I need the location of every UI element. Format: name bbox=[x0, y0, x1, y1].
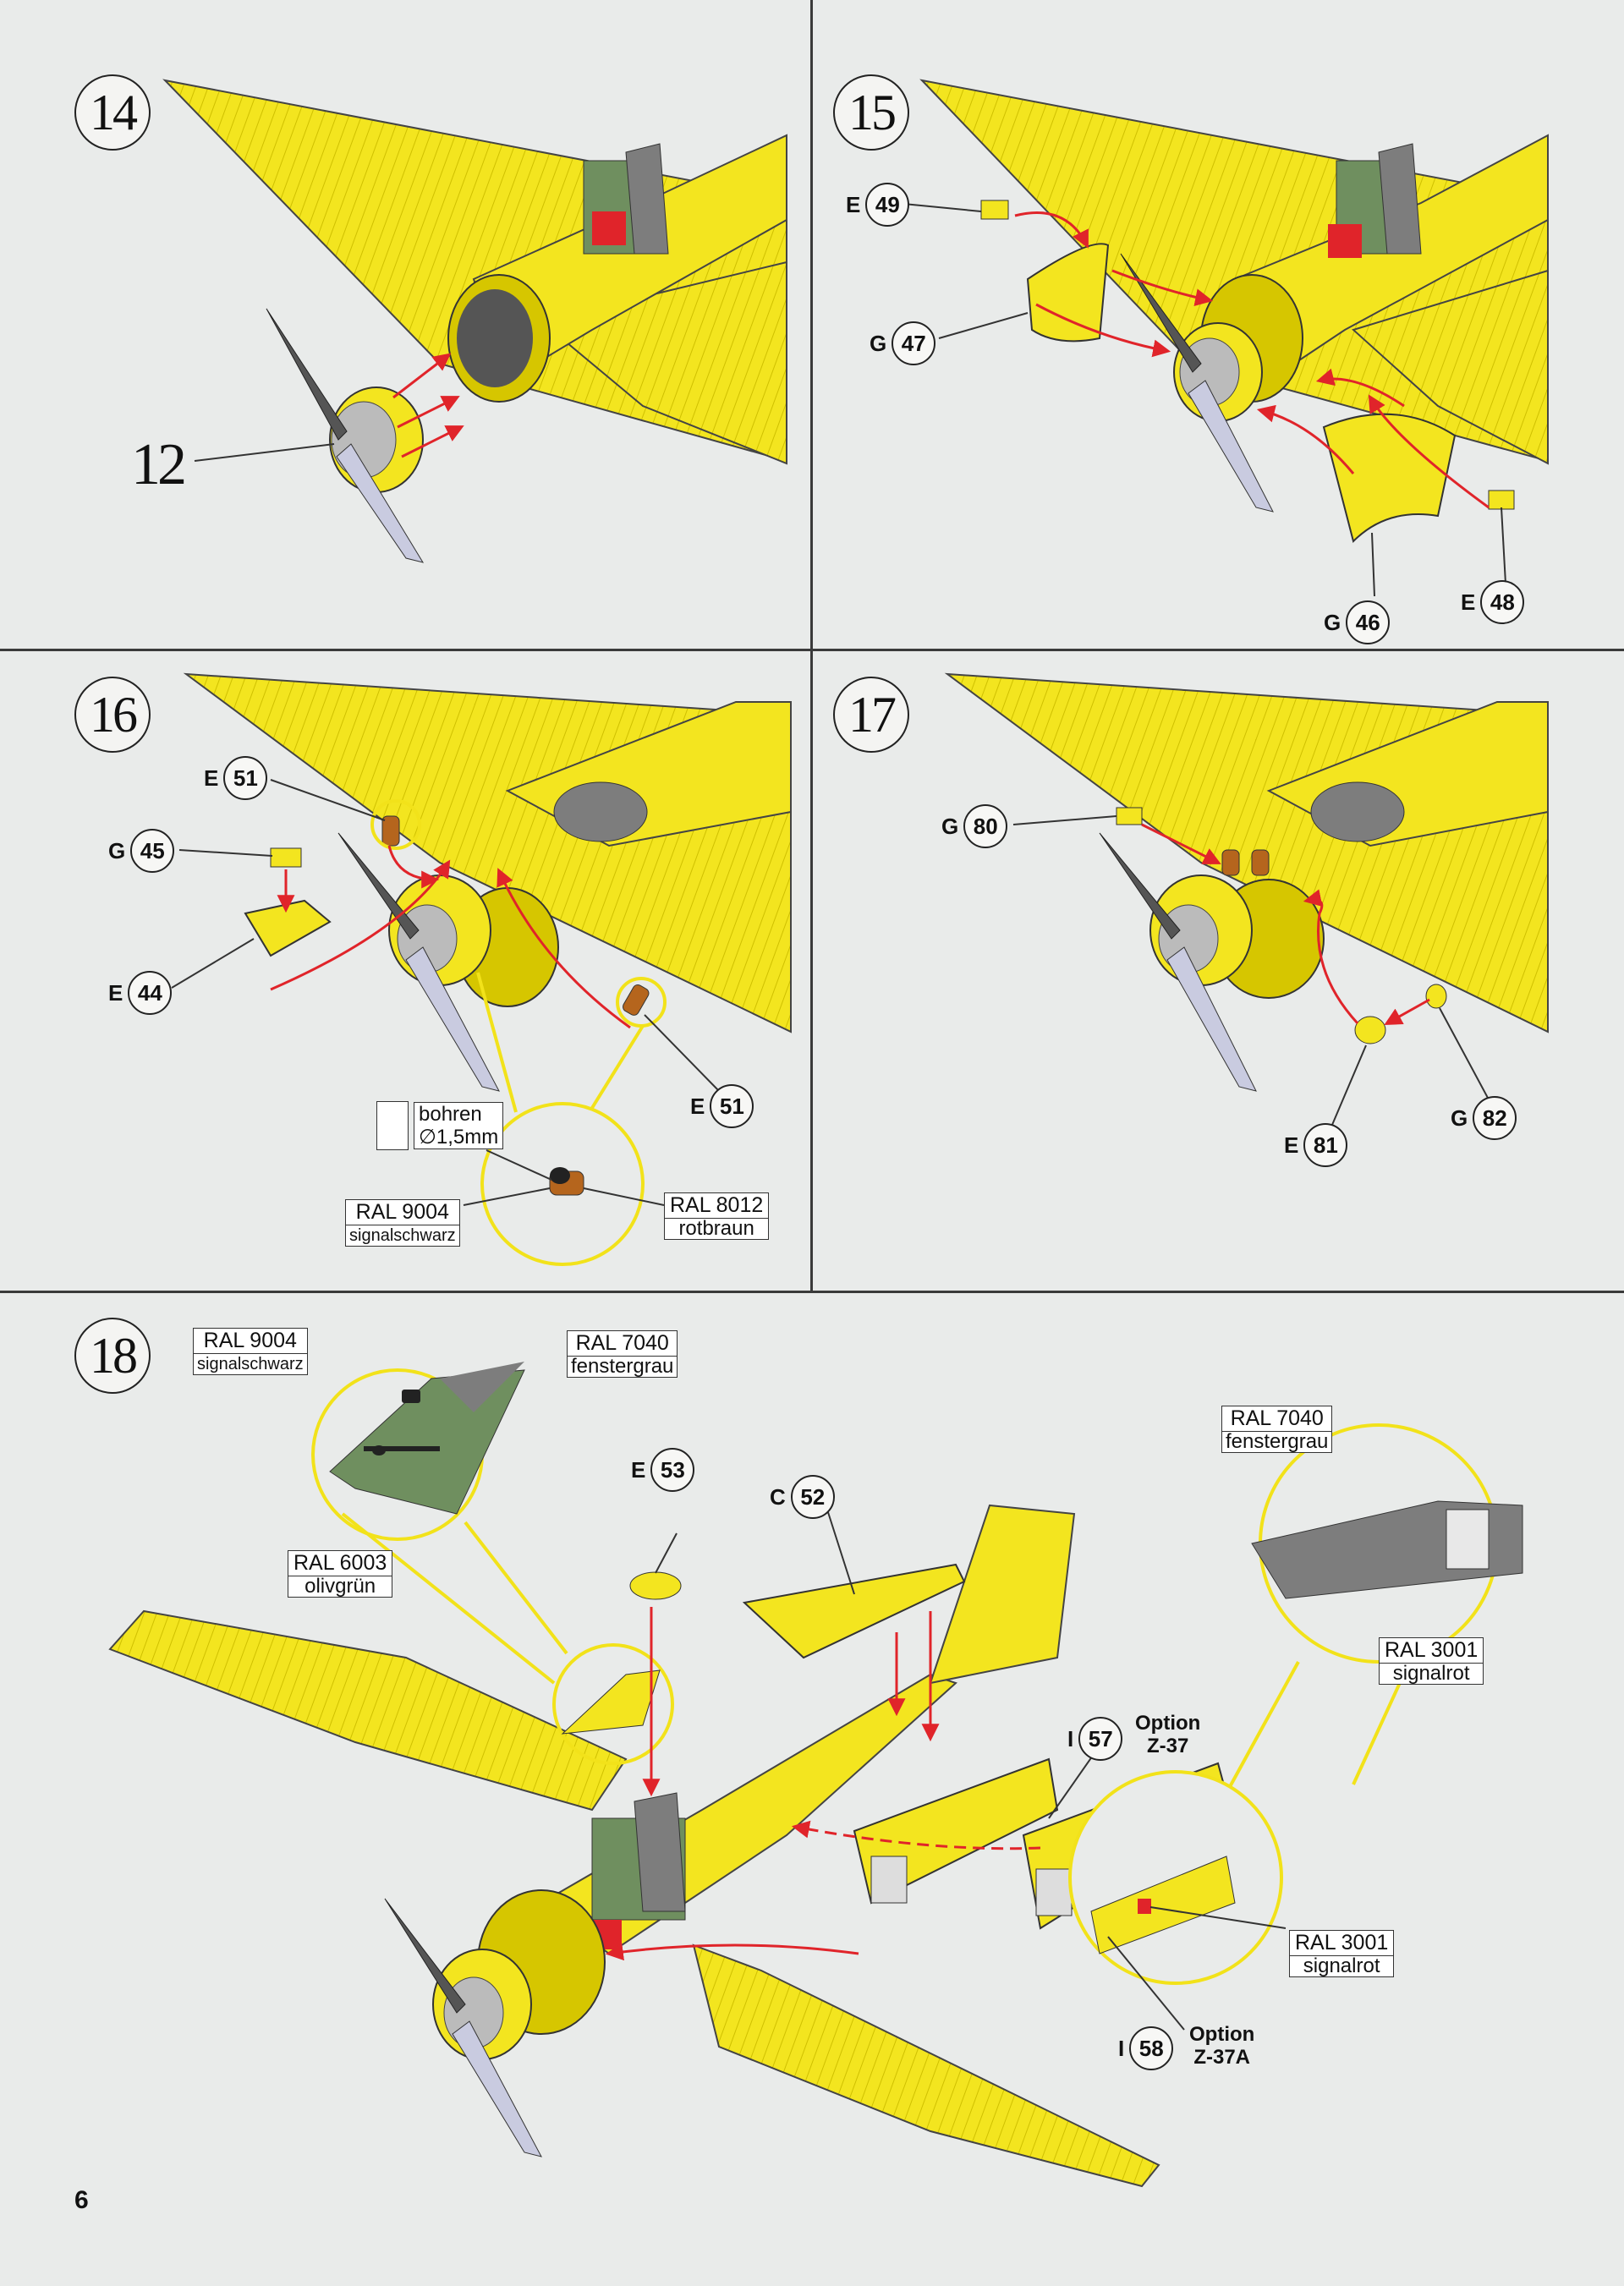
step-18-number: 18 bbox=[74, 1318, 151, 1394]
horizontal-divider-1 bbox=[0, 649, 1624, 651]
drill-icon bbox=[376, 1101, 409, 1150]
part-12-label: 12 bbox=[131, 432, 187, 497]
step-16-number: 16 bbox=[74, 677, 151, 753]
step14-illustration bbox=[162, 79, 787, 563]
step16-illustration bbox=[171, 672, 792, 1266]
step-17-number: 17 bbox=[833, 677, 909, 753]
step-14-number: 14 bbox=[74, 74, 151, 151]
step17-illustration bbox=[944, 672, 1549, 1126]
drill-note: bohren∅1,5mm bbox=[376, 1101, 504, 1150]
step15-illustration bbox=[894, 79, 1549, 597]
horizontal-divider-2 bbox=[0, 1291, 1624, 1293]
step-15-number: 15 bbox=[833, 74, 909, 151]
vertical-divider-top bbox=[810, 0, 813, 1292]
step18-illustration bbox=[108, 1362, 1523, 2188]
page-number: 6 bbox=[74, 2186, 89, 2214]
